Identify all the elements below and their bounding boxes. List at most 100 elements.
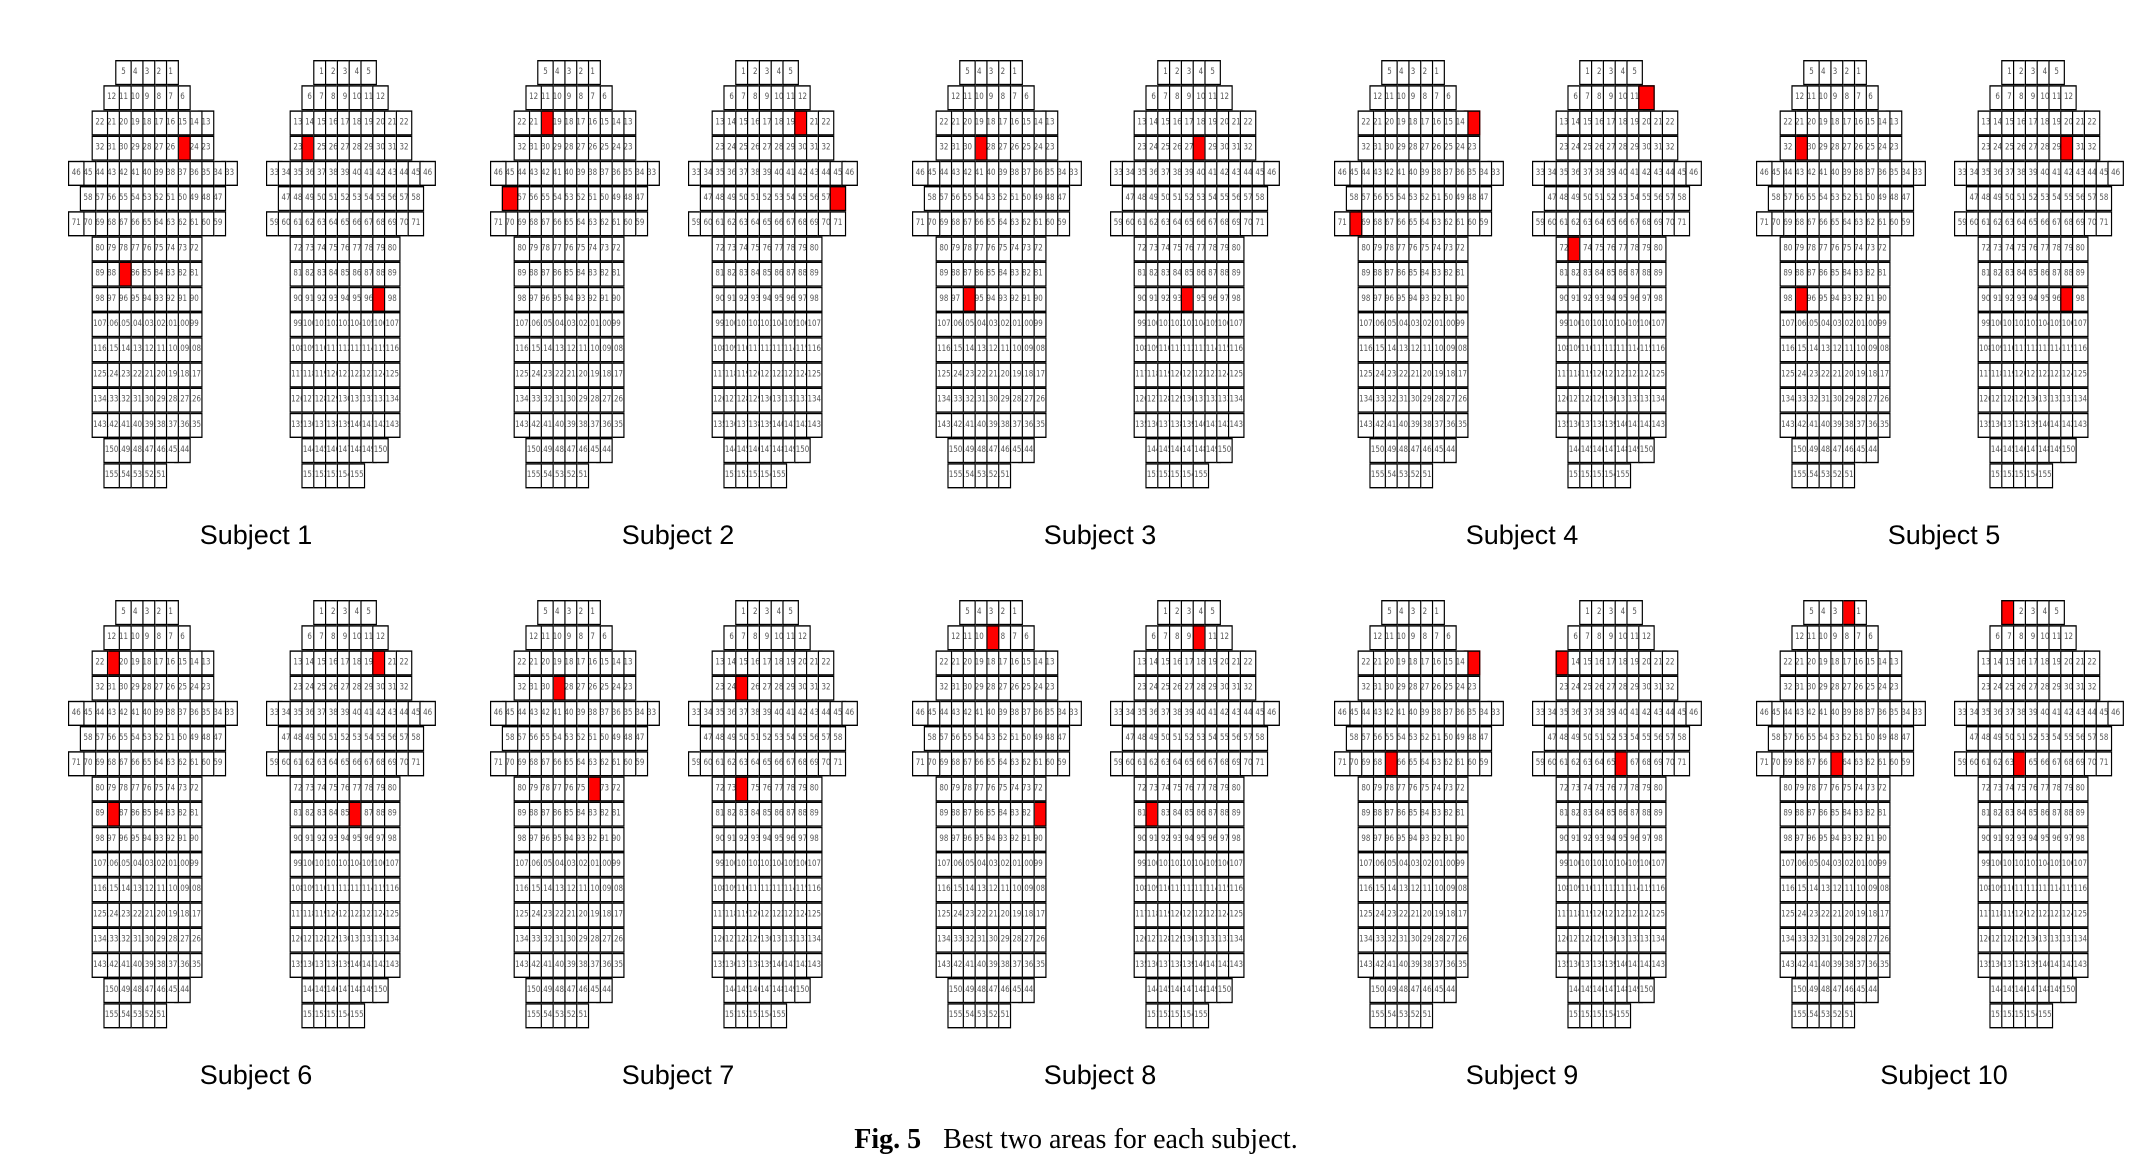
foot-area-150: 150 [794,438,811,464]
foot-area-71: 71 [829,211,847,237]
foot-area-150: 150 [1638,438,1655,464]
foot-area-58: 58 [1345,726,1363,752]
foot-area-89: 89 [384,261,401,287]
foot-area-125: 125 [1779,362,1797,388]
foot-area-58: 58 [923,186,941,212]
foot-area-80: 80 [935,236,953,262]
foot-area-155: 155 [2036,463,2054,489]
foot-area-107: 107 [1779,312,1797,338]
foot-area-116: 116 [1357,337,1375,363]
foot-area-80: 80 [384,776,401,802]
foot-area-71: 71 [912,211,929,237]
foot-area-125: 125 [513,902,531,928]
foot-area-116: 116 [2072,877,2089,903]
foot-area-32: 32 [1357,675,1375,701]
foot-area-143: 143 [1779,412,1797,438]
foot-area-32: 32 [817,135,835,161]
foot-area-143: 143 [1650,412,1667,438]
foot-area-58: 58 [1673,726,1691,752]
foot-area-46: 46 [841,160,858,186]
foot-area-5: 5 [2048,60,2065,86]
foot-area-12: 12 [1216,625,1233,651]
foot-area-116: 116 [384,337,401,363]
foot-area-134: 134 [1357,927,1375,953]
foot-area-58: 58 [829,186,847,212]
foot-area-80: 80 [806,236,823,262]
foot-area-12: 12 [794,85,811,111]
foot-area-46: 46 [841,700,858,726]
foot-area-98: 98 [91,286,109,312]
foot-area-46: 46 [68,700,85,726]
subject-label: Subject 10 [1880,1060,2008,1090]
foot-area-22: 22 [1239,650,1257,676]
foot-area-98: 98 [1228,286,1245,312]
foot-area-22: 22 [817,650,835,676]
foot-area-32: 32 [513,675,531,701]
subject-label: Subject 5 [1887,520,2001,550]
foot-area-80: 80 [513,776,531,802]
foot-area-125: 125 [1779,902,1797,928]
foot-area-58: 58 [1251,186,1269,212]
foot-area-12: 12 [372,625,389,651]
foot-area-125: 125 [384,362,401,388]
foot-area-5: 5 [1381,60,1398,86]
foot-area-143: 143 [91,412,109,438]
foot-area-80: 80 [1650,236,1667,262]
foot-area-125: 125 [1357,902,1375,928]
foot-area-46: 46 [419,700,436,726]
foot-area-150: 150 [525,978,542,1004]
foot-area-116: 116 [1650,877,1667,903]
foot-area-107: 107 [513,852,531,878]
foot-area-155: 155 [1614,1003,1632,1029]
foot-area-125: 125 [1228,362,1245,388]
foot-area-107: 107 [91,312,109,338]
foot-area-150: 150 [1791,438,1808,464]
foot-area-89: 89 [513,801,531,827]
foot-area-71: 71 [1251,751,1269,777]
foot-area-107: 107 [935,312,953,338]
foot-area-89: 89 [1650,801,1667,827]
foot-area-89: 89 [2072,801,2089,827]
foot-area-46: 46 [1756,700,1773,726]
foot-area-150: 150 [1638,978,1655,1004]
foot-area-107: 107 [384,312,401,338]
foot-area-32: 32 [1661,675,1679,701]
foot-area-71: 71 [490,751,507,777]
foot-area-107: 107 [91,852,109,878]
foot-area-58: 58 [829,726,847,752]
foot-area-12: 12 [372,85,389,111]
foot-area-22: 22 [935,650,953,676]
foot-area-22: 22 [935,110,953,136]
foot-area-134: 134 [806,927,823,953]
foot-area-32: 32 [91,675,109,701]
foot-area-80: 80 [2072,236,2089,262]
foot-area-134: 134 [513,387,531,413]
foot-area-155: 155 [1192,1003,1210,1029]
foot-area-80: 80 [935,776,953,802]
foot-area-155: 155 [103,463,120,489]
foot-area-80: 80 [1650,776,1667,802]
foot-area-58: 58 [1767,726,1785,752]
foot-area-22: 22 [513,650,531,676]
foot-area-5: 5 [1626,60,1643,86]
foot-area-12: 12 [1369,85,1386,111]
foot-area-125: 125 [806,902,823,928]
foot-area-125: 125 [384,902,401,928]
foot-area-143: 143 [1228,952,1245,978]
foot-area-116: 116 [1228,337,1245,363]
foot-area-5: 5 [1204,60,1221,86]
foot-area-5: 5 [959,600,976,626]
foot-area-89: 89 [1357,261,1375,287]
foot-area-155: 155 [525,1003,542,1029]
foot-area-58: 58 [1767,186,1785,212]
figure-number: Fig. 5 [854,1124,922,1155]
foot-area-71: 71 [407,751,425,777]
foot-area-155: 155 [1369,1003,1386,1029]
foot-area-22: 22 [91,650,109,676]
foot-area-143: 143 [384,412,401,438]
foot-area-46: 46 [1756,160,1773,186]
foot-area-98: 98 [384,826,401,852]
foot-area-134: 134 [91,387,109,413]
foot-area-98: 98 [1357,826,1375,852]
